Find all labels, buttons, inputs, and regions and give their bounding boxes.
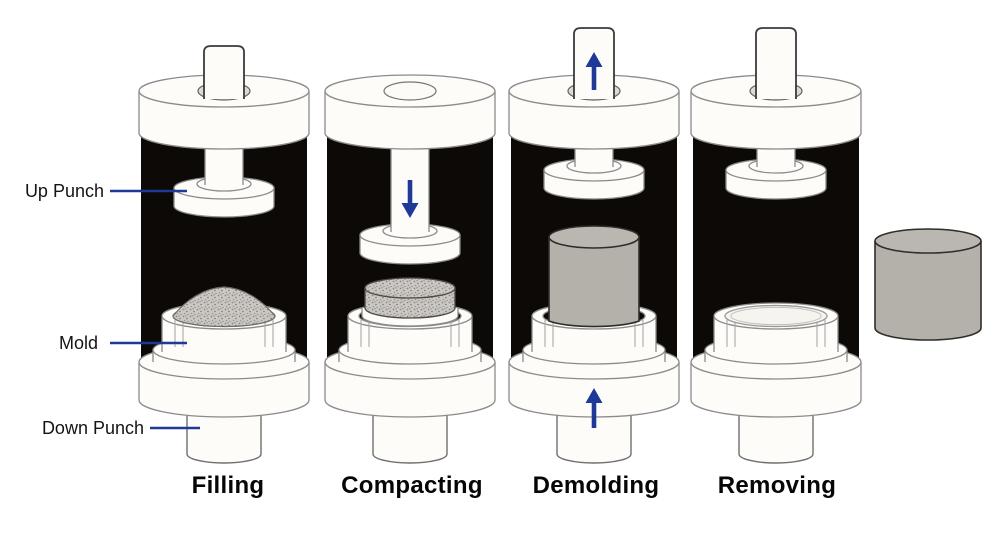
- stage-caption-removing: Removing: [717, 472, 837, 499]
- press-stage-demolding: [508, 27, 680, 464]
- label-leader-lines: [110, 189, 200, 430]
- punch-rod: [755, 27, 797, 99]
- press-stage-removing: [690, 27, 862, 464]
- stage-caption-compacting: Compacting: [341, 472, 483, 499]
- eject-up-arrow: [585, 388, 603, 428]
- pressed-compact: [364, 277, 456, 319]
- press-down-arrow: [401, 180, 419, 218]
- down-punch-label: Down Punch: [41, 418, 144, 438]
- mold-label: Mold: [58, 333, 98, 353]
- punch-rod: [203, 45, 245, 99]
- stage-caption-filling: Filling: [191, 472, 265, 499]
- up-punch-label: Up Punch: [24, 181, 104, 201]
- press-stage-filling: [138, 45, 310, 464]
- rod-up-arrow: [585, 52, 603, 90]
- stage-caption-demolding: Demolding: [532, 472, 660, 499]
- ejected-compact: [548, 225, 640, 328]
- press-stage-compacting: [324, 74, 496, 464]
- removed-part: [874, 228, 982, 341]
- powder-fill: [172, 286, 276, 328]
